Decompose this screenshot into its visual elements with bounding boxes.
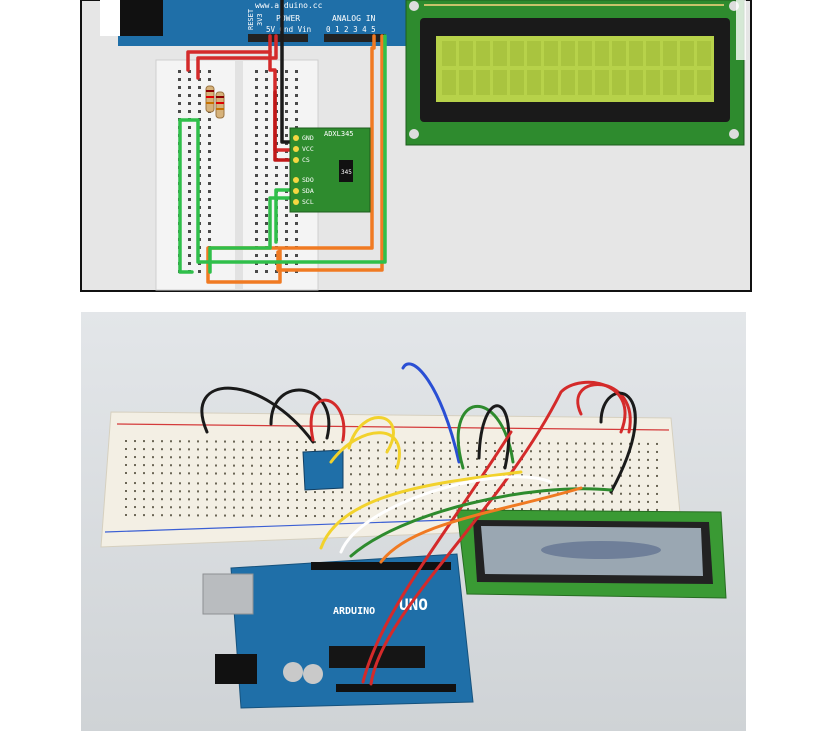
photo-lcd xyxy=(456,509,727,599)
adxl345-module: ADXL345 345 GND VCC CS SDO SDA SCL xyxy=(289,127,371,213)
photo-usb-port xyxy=(202,573,254,615)
photo-arduino: ARDUINO UNO xyxy=(202,553,474,709)
arduino-board: www.arduino.cc RESET 3V3 POWER 5V Gnd Vi… xyxy=(100,0,410,46)
adxl345-pins: GND VCC CS SDO SDA SCL xyxy=(293,134,314,206)
power-pins-label: 5V Gnd Vin xyxy=(266,25,311,34)
photo-wires xyxy=(200,362,637,686)
analog-label: ANALOG IN xyxy=(332,14,376,23)
photo-arduino-brand: ARDUINO xyxy=(333,606,375,617)
photo-power-jack xyxy=(215,654,257,684)
analog-pins-label: 0 1 2 3 4 5 xyxy=(326,25,376,34)
adxl345-title: ADXL345 xyxy=(324,130,354,138)
build-photo: ARDUINO UNO xyxy=(81,312,746,731)
wiring-diagram: www.arduino.cc RESET 3V3 POWER 5V Gnd Vi… xyxy=(80,0,752,292)
wires xyxy=(178,0,387,284)
adxl-pin-scl: SCL xyxy=(302,198,314,206)
lcd-module-diagram xyxy=(405,0,746,146)
adxl-pin-cs: CS xyxy=(302,156,310,164)
reset-label: RESET xyxy=(247,8,255,30)
photo-mcu xyxy=(329,646,425,668)
adxl-pin-vcc: VCC xyxy=(302,145,314,153)
v33-label: 3V3 xyxy=(256,13,264,26)
power-label: POWER xyxy=(276,14,300,23)
adxl-pin-sda: SDA xyxy=(302,187,314,195)
arduino-url: www.arduino.cc xyxy=(255,1,323,10)
adxl345-chip-label: 345 xyxy=(341,169,352,176)
adxl-pin-sdo: SDO xyxy=(302,176,314,184)
adxl345-chip xyxy=(339,160,353,182)
adxl-pin-gnd: GND xyxy=(302,134,314,142)
resistors xyxy=(205,85,225,119)
